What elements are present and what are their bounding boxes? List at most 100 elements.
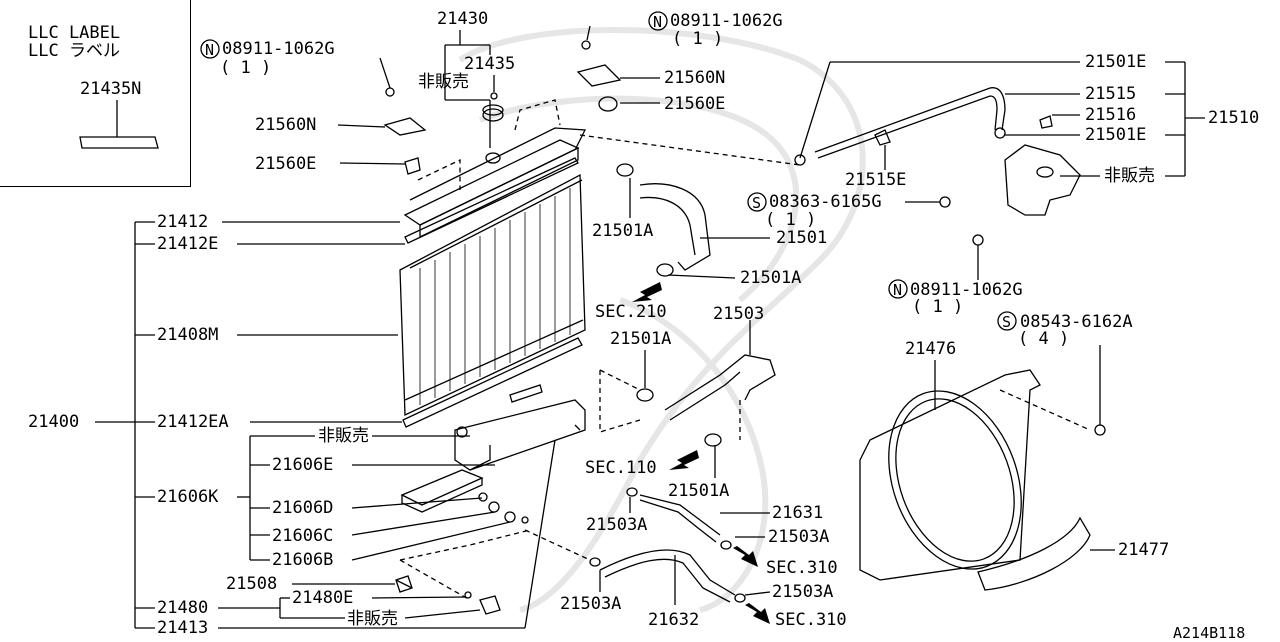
- label-21480e: 21480E: [292, 588, 354, 608]
- bolt-21606b: [521, 516, 529, 524]
- n-marker: [888, 279, 908, 299]
- label-21476: 21476: [905, 339, 957, 359]
- label-21501a-a: 21501A: [592, 221, 654, 241]
- label-21606e: 21606E: [272, 455, 334, 475]
- label-21503a-a: 21503A: [586, 515, 648, 535]
- mount-21560e-left: [404, 157, 421, 175]
- watermark-logo: [458, 27, 866, 613]
- circle-letter-s: S: [752, 194, 762, 212]
- label-21606d: 21606D: [272, 498, 334, 518]
- label-21560e-left: 21560E: [255, 154, 317, 174]
- label-21412ea: 21412EA: [157, 412, 229, 432]
- label-hanbai-a: 非販売: [418, 72, 469, 92]
- hose-21632: [589, 549, 746, 603]
- bracket-21606: [400, 469, 484, 513]
- section-arrows: [632, 282, 770, 624]
- label-sec210: SEC.210: [595, 302, 667, 322]
- label-sec110: SEC.110: [585, 458, 657, 478]
- circle-letter-n: N: [893, 281, 903, 299]
- radiator-cap-21435: [482, 92, 504, 164]
- llc-label-shape: [79, 136, 159, 149]
- label-sec310-a: SEC.310: [766, 558, 838, 578]
- washer-21606d: [478, 492, 488, 502]
- label-qty-a: ( 1 ): [220, 58, 272, 78]
- label-21606c: 21606C: [272, 526, 334, 546]
- label-21632: 21632: [648, 610, 700, 630]
- s-marker: [747, 192, 767, 212]
- label-21515: 21515: [1085, 84, 1137, 104]
- dashed-leaders: [399, 99, 1091, 601]
- washer-21606b: [504, 511, 516, 523]
- circle-letter-s: S: [1002, 313, 1012, 331]
- label-21508: 21508: [226, 574, 278, 594]
- circle-letter-n: N: [205, 41, 215, 59]
- lower-hose-21503: [636, 354, 776, 447]
- label-08543: 08543-6162A: [1020, 312, 1133, 332]
- upper-hose-21501: [616, 163, 711, 277]
- label-21400: 21400: [28, 412, 80, 432]
- label-21503a-b: 21503A: [768, 527, 830, 547]
- label-21430: 21430: [437, 9, 489, 29]
- label-sec310-b: SEC.310: [775, 610, 847, 630]
- label-21501e-a: 21501E: [1085, 52, 1147, 72]
- bolt-08543: [1094, 424, 1106, 436]
- label-21501a-d: 21501A: [668, 481, 730, 501]
- label-21412: 21412: [157, 212, 209, 232]
- label-21501a-c: 21501A: [610, 329, 672, 349]
- nut-right: [581, 40, 591, 50]
- radiator-lower-tank: [454, 384, 586, 471]
- label-08363: 08363-6165G: [769, 192, 882, 212]
- label-21503: 21503: [713, 304, 765, 324]
- clip-21501e-right: [994, 127, 1006, 139]
- fan-shroud-21476: [859, 369, 1041, 581]
- bolt-08363: [939, 196, 951, 208]
- label-21606b: 21606B: [272, 550, 334, 570]
- label-21501e-b: 21501E: [1085, 125, 1147, 145]
- mount-21560e-right: [598, 96, 618, 112]
- nut-left: [385, 87, 395, 97]
- hose-21515: [814, 87, 1006, 153]
- seal-lower: [402, 337, 583, 428]
- washer-21606c: [488, 501, 500, 513]
- label-21560e-right: 21560E: [664, 94, 726, 114]
- label-21435: 21435: [464, 54, 516, 74]
- arrow-sec210: [632, 282, 662, 302]
- seal-upper: [404, 157, 579, 244]
- label-21515e: 21515E: [845, 170, 907, 190]
- llc-label-inset: [0, 0, 191, 187]
- label-21413: 21413: [157, 618, 209, 638]
- radiator-upper-tank: [403, 127, 587, 239]
- label-qty-b: ( 1 ): [672, 29, 724, 49]
- hose-21631: [626, 487, 732, 550]
- drain-plug-21480: [464, 591, 501, 615]
- label-21606k: 21606K: [157, 487, 219, 507]
- drawing-code: A214B118: [1173, 624, 1246, 642]
- label-21480: 21480: [157, 598, 209, 618]
- inset-title-jp: LLC ラベル: [28, 41, 120, 61]
- label-21501: 21501: [776, 228, 828, 248]
- label-qty-4: ( 4 ): [1018, 329, 1070, 349]
- arrow-sec310-b: [745, 603, 770, 624]
- nut-08911-c: [972, 234, 984, 246]
- inset-title-en: LLC LABEL: [28, 23, 121, 43]
- clip-21501e-left: [794, 154, 806, 166]
- radiator-core: [399, 173, 586, 417]
- label-21408m: 21408M: [157, 325, 219, 345]
- label-qty-c: ( 1 ): [765, 210, 817, 230]
- label-21560n-left: 21560N: [255, 115, 317, 135]
- arrow-sec110: [669, 450, 699, 470]
- reservoir-21510: [1004, 115, 1081, 216]
- mount-21560n-right: [576, 64, 622, 87]
- label-21503a-d: 21503A: [772, 582, 834, 602]
- label-21501a-b: 21501A: [740, 268, 802, 288]
- label-21631: 21631: [772, 503, 824, 523]
- s-marker: [997, 311, 1017, 331]
- label-08911-b: 08911-1062G: [670, 11, 783, 31]
- label-hanbai-d: 非販売: [347, 609, 398, 629]
- arrow-sec310-a: [733, 546, 758, 567]
- n-marker: [200, 39, 220, 59]
- drain-cap-21508: [395, 575, 413, 593]
- label-21412e: 21412E: [157, 234, 219, 254]
